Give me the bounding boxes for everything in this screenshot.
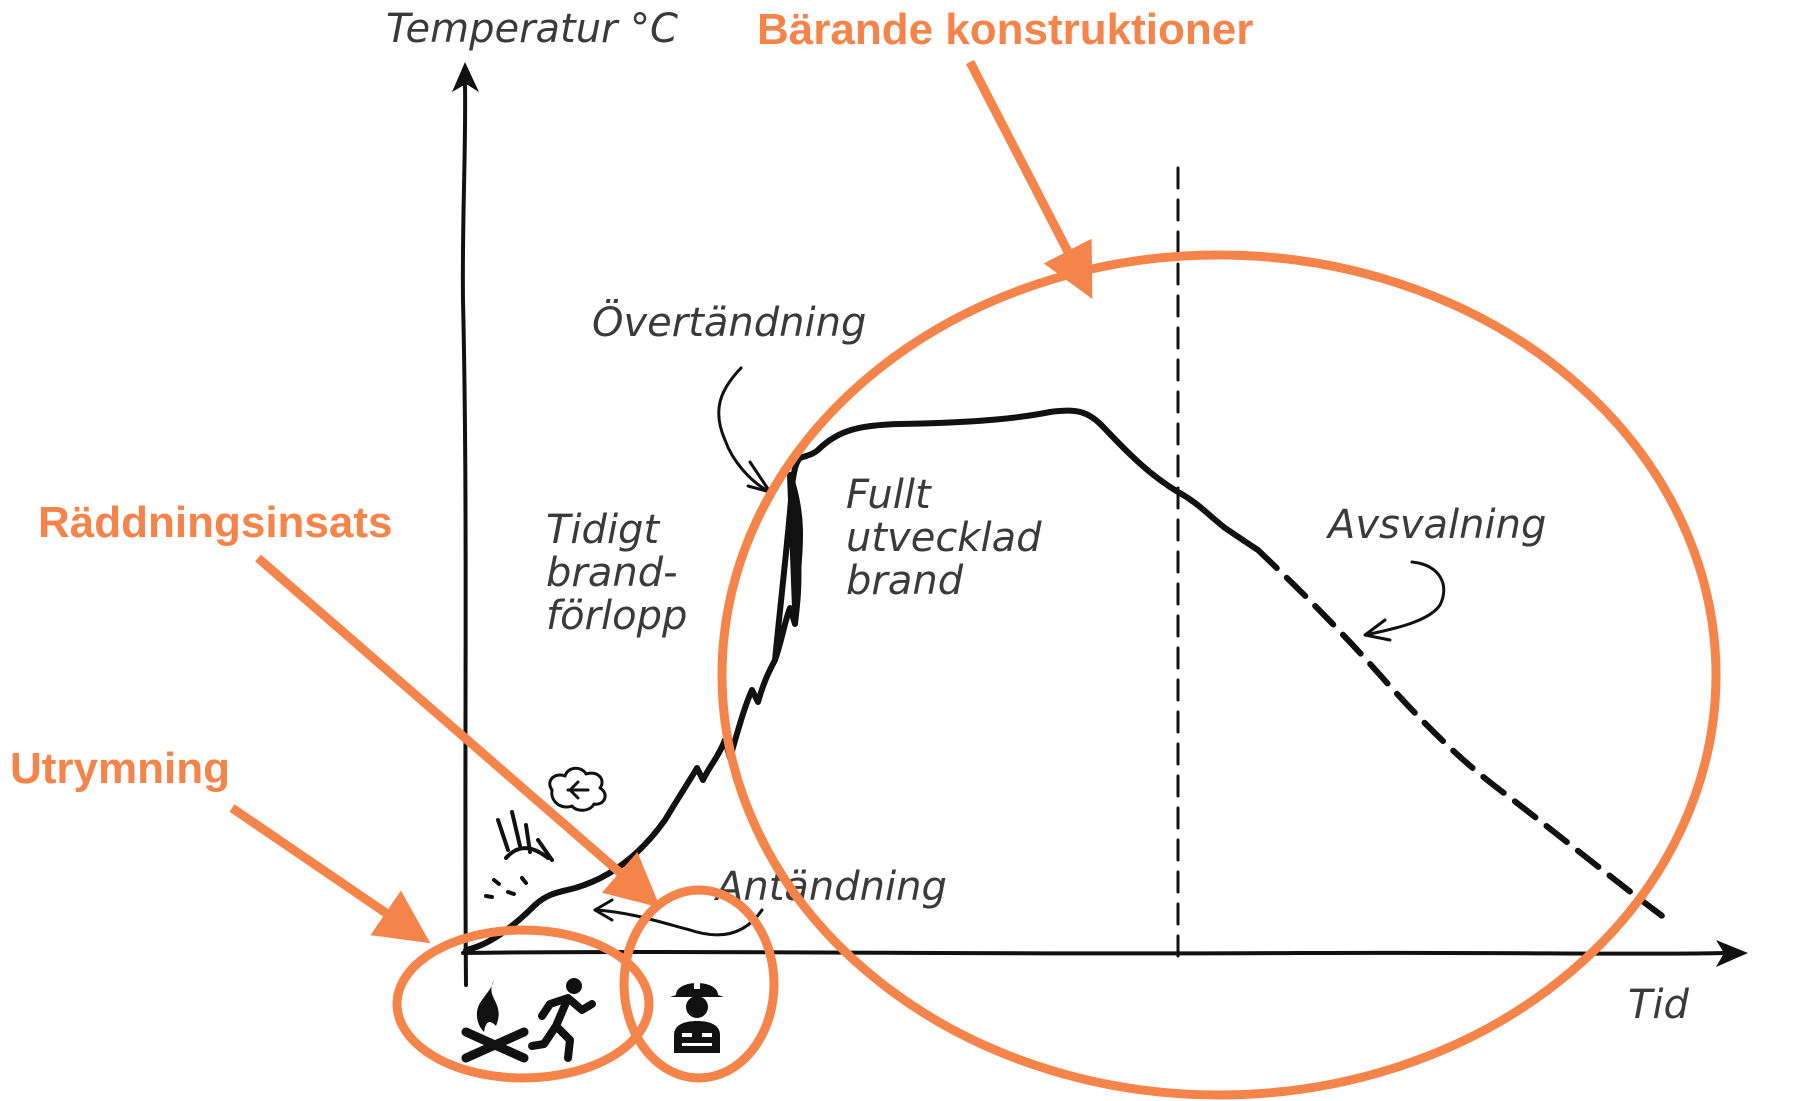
x-axis-arrow-icon [1716,940,1748,967]
annotation-fully-developed: Fullt utvecklad brand [846,472,1042,604]
annotation-early-fire: Tidigt brand- förlopp [546,507,687,639]
svg-text:Fullt: Fullt [846,472,932,518]
arrow-evacuation-icon [229,804,431,944]
phase-load-bearing: Bärande konstruktioner [717,5,1721,1100]
label-rescue: Räddningsinsats [38,498,393,547]
running-person-icon [528,978,596,1062]
phase-rescue: Räddningsinsats [38,498,779,1083]
firefighter-icon [670,979,724,1053]
y-axis-title: Temperatur °C [386,6,678,52]
annotation-cooling: Avsvalning [1325,502,1546,548]
ellipse-load-bearing [717,250,1721,1100]
y-axis-arrow-icon [452,62,479,92]
label-evacuation: Utrymning [10,744,230,793]
svg-text:brand-: brand- [546,550,678,596]
y-axis-label: Temperatur [386,6,620,52]
sparks-icon [484,810,554,899]
cooling-pointer-head-icon [1363,618,1392,642]
arrow-load-bearing-icon [966,59,1093,299]
phase-evacuation: Utrymning [10,744,654,1083]
svg-text:Tidigt: Tidigt [546,507,660,553]
campfire-icon [461,980,529,1063]
ellipse-evacuation [392,925,654,1083]
annotation-ignition: Antändning [713,864,947,910]
ignition-pointer [593,908,764,937]
svg-text:utvecklad: utvecklad [846,515,1042,561]
cooling-curve-dashed [1255,547,1668,921]
svg-text:brand: brand [846,558,964,604]
smoke-cloud-icon [548,766,607,812]
svg-text:förlopp: förlopp [546,593,687,639]
y-axis [452,62,479,987]
flashover-pointer [717,366,772,494]
x-axis-label: Tid [1628,982,1690,1028]
annotation-flashover: Övertändning [592,298,866,346]
x-axis [461,940,1748,967]
fire-temperature-curve [463,407,1261,953]
arrow-rescue-icon [255,554,661,908]
ellipse-rescue [619,885,779,1083]
label-load-bearing: Bärande konstruktioner [757,5,1253,54]
cooling-pointer [1363,560,1446,637]
y-axis-unit: °C [630,6,678,52]
